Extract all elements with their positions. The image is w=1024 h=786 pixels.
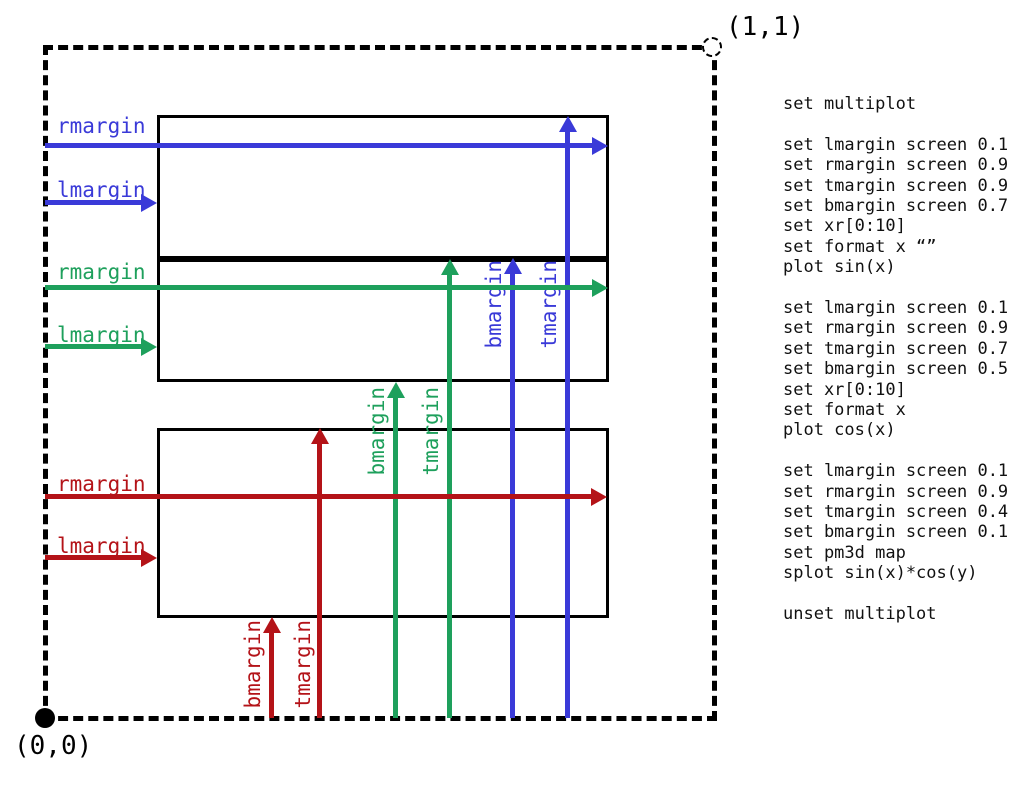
gnuplot-code-listing: set multiplot set lmargin screen 0.1 set… <box>783 94 1008 625</box>
code-line: set lmargin screen 0.1 <box>783 461 1009 482</box>
code-line: set lmargin screen 0.1 <box>783 298 1009 319</box>
code-line: set tmargin screen 0.4 <box>783 502 1009 523</box>
code-line: set xr[0:10] <box>783 379 906 400</box>
code-line: set pm3d map <box>783 542 906 563</box>
code-line: set xr[0:10] <box>783 216 906 237</box>
code-line: set rmargin screen 0.9 <box>783 318 1009 339</box>
code-line: set rmargin screen 0.9 <box>783 481 1009 502</box>
code-line: unset multiplot <box>783 604 937 625</box>
code-line: set tmargin screen 0.9 <box>783 175 1009 196</box>
origin-dot-icon <box>35 708 55 728</box>
code-line <box>783 584 1008 604</box>
green-bmargin-arrow <box>393 397 398 718</box>
plot-rect-middle <box>157 259 609 382</box>
red-bmargin-label: bmargin <box>241 620 265 709</box>
red-lmargin-label: lmargin <box>57 534 146 558</box>
code-line: plot cos(x) <box>783 420 896 441</box>
red-lmargin-arrow <box>45 555 141 560</box>
red-rmargin-label: rmargin <box>57 472 146 496</box>
code-line: set bmargin screen 0.1 <box>783 522 1009 543</box>
blue-tmargin-label: tmargin <box>537 260 561 349</box>
code-line: set bmargin screen 0.7 <box>783 196 1009 217</box>
corner-circle-icon <box>702 37 722 57</box>
green-rmargin-arrow <box>45 285 592 290</box>
blue-rmargin-label: rmargin <box>57 114 146 138</box>
code-line: set multiplot <box>783 94 917 114</box>
blue-lmargin-arrow <box>45 200 141 205</box>
code-line: plot sin(x) <box>783 257 896 278</box>
plot-rect-bottom <box>157 428 609 618</box>
code-line <box>783 441 1008 461</box>
plot-rect-top <box>157 115 609 259</box>
green-rmargin-label: rmargin <box>57 260 146 284</box>
code-line: set format x “” <box>783 236 937 257</box>
screen-boundary-rect <box>43 45 717 721</box>
green-lmargin-label: lmargin <box>57 323 146 347</box>
blue-rmargin-arrow <box>45 143 592 148</box>
code-line: splot sin(x)*cos(y) <box>783 563 978 584</box>
blue-tmargin-arrow <box>565 131 570 718</box>
corner-label-bottom-left: (0,0) <box>14 731 93 761</box>
code-line: set bmargin screen 0.5 <box>783 359 1009 380</box>
code-line: set lmargin screen 0.1 <box>783 134 1009 155</box>
blue-bmargin-label: bmargin <box>482 260 506 349</box>
red-tmargin-label: tmargin <box>291 620 315 709</box>
blue-lmargin-label: lmargin <box>57 178 146 202</box>
green-lmargin-arrow <box>45 344 141 349</box>
green-bmargin-label: bmargin <box>365 387 389 476</box>
code-line <box>783 278 1008 298</box>
red-bmargin-arrow <box>269 632 274 718</box>
code-line: set tmargin screen 0.7 <box>783 338 1009 359</box>
code-line: set format x <box>783 400 906 421</box>
red-tmargin-arrow <box>317 443 322 718</box>
corner-label-top-right: (1,1) <box>726 12 805 42</box>
green-tmargin-label: tmargin <box>419 387 443 476</box>
code-line <box>783 114 1008 134</box>
code-line: set rmargin screen 0.9 <box>783 155 1009 176</box>
